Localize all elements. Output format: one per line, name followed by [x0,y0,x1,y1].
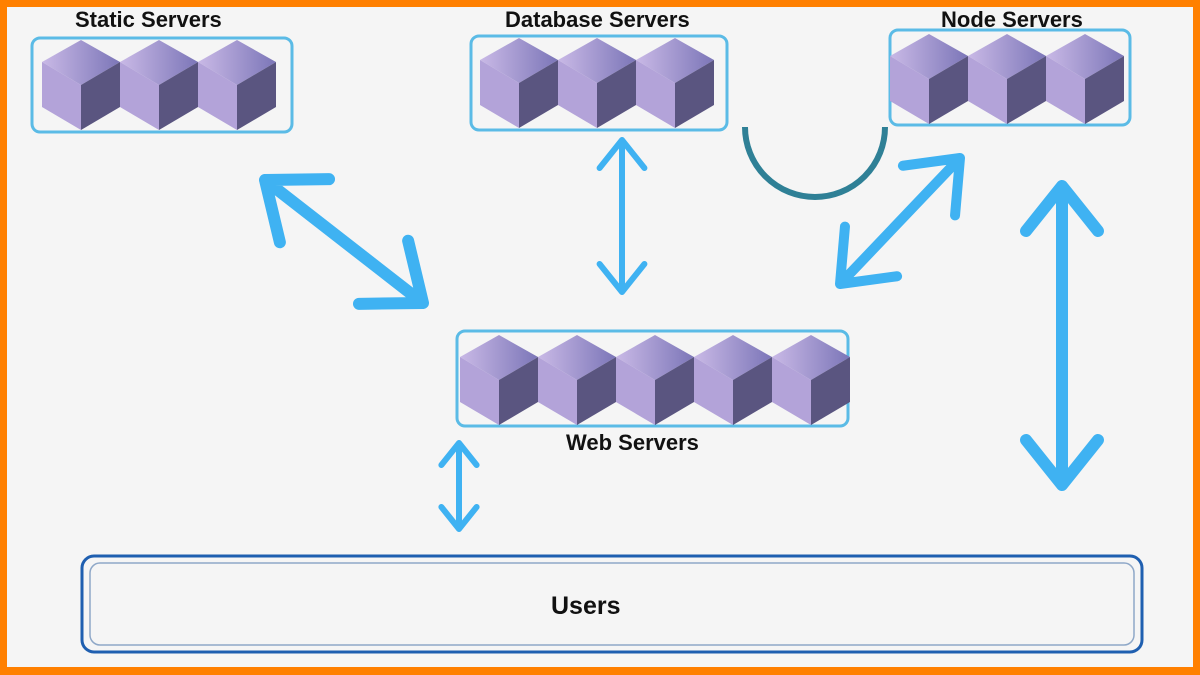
server-cube-icon [480,38,558,128]
server-cube-icon [460,335,538,425]
cube-top [42,40,120,85]
server-cube-icon [636,38,714,128]
cube-right [597,60,636,128]
server-cube-icon [558,38,636,128]
server-cube-icon [616,335,694,425]
server-cube-icon [890,34,968,124]
connector-arc [742,126,888,200]
cube-right [81,62,120,130]
cube-left [480,60,519,128]
cube-left [968,56,1007,124]
cube-right [929,56,968,124]
cube-top [694,335,772,380]
cube-left [558,60,597,128]
cube-left [636,60,675,128]
cube-left [1046,56,1085,124]
users-label: Users [551,592,621,620]
database-servers-label: Database Servers [505,7,690,32]
cube-top [616,335,694,380]
database-servers-container [469,34,729,132]
cube-right [1007,56,1046,124]
cube-right [811,357,850,425]
cube-left [120,62,159,130]
web-users-arrow [438,440,480,532]
cube-left [890,56,929,124]
cube-top [890,34,968,79]
cube-right [1085,56,1124,124]
users-box-outer [80,554,1144,654]
cube-top [636,38,714,83]
cube-top [538,335,616,380]
server-cube-icon [198,40,276,130]
cube-top [460,335,538,380]
cube-right [237,62,276,130]
cube-right [655,357,694,425]
cube-right [577,357,616,425]
node-users-arrow [1020,180,1104,491]
cube-right [159,62,198,130]
server-cube-icon [694,335,772,425]
cube-left [538,357,577,425]
server-cube-icon [120,40,198,130]
cube-top [1046,34,1124,79]
static-servers-container [30,36,294,134]
server-cube-icon [538,335,616,425]
cube-right [519,60,558,128]
cube-left [694,357,733,425]
cube-top [120,40,198,85]
server-cube-icon [772,335,850,425]
server-cube-icon [1046,34,1124,124]
cube-right [733,357,772,425]
server-cube-icon [42,40,120,130]
cube-top [558,38,636,83]
node-servers-label: Node Servers [941,7,1083,32]
cube-top [772,335,850,380]
cube-left [616,357,655,425]
cube-right [499,357,538,425]
cube-left [772,357,811,425]
web-servers-label: Web Servers [566,430,699,455]
cube-top [198,40,276,85]
node-web-arrow [835,153,965,289]
database-web-arrow [596,137,648,295]
cube-top [480,38,558,83]
cube-top [968,34,1046,79]
cube-left [198,62,237,130]
static-web-arrow [259,173,429,310]
cube-right [675,60,714,128]
users-box-inner [89,562,1135,646]
static-servers-label: Static Servers [75,7,222,32]
server-cube-icon [968,34,1046,124]
cube-left [42,62,81,130]
cube-left [460,357,499,425]
